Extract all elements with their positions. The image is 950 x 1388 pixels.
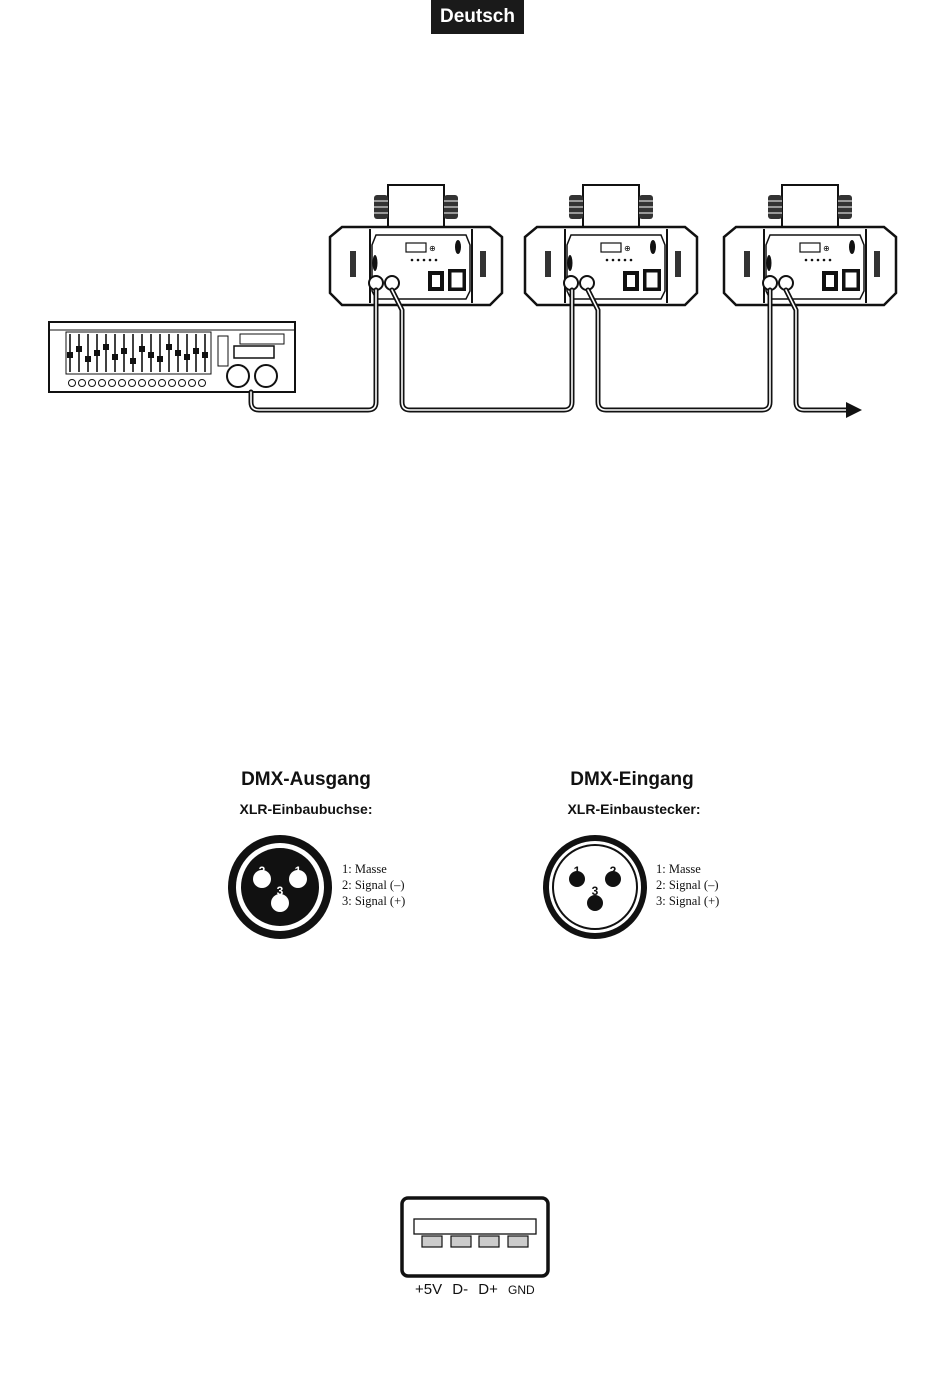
usb-pin-label: D- xyxy=(452,1281,468,1298)
fixture-2 xyxy=(525,185,697,305)
dmx-chain-diagram: ⊕ xyxy=(0,0,950,440)
pin-number: 1 xyxy=(574,864,581,878)
arrow-right-icon xyxy=(846,402,862,418)
dmx-input-pin-list: 1: Masse 2: Signal (–) 3: Signal (+) xyxy=(656,861,719,909)
dmx-output-pin-list: 1: Masse 2: Signal (–) 3: Signal (+) xyxy=(342,861,405,909)
dmx-input-title: DMX-Eingang xyxy=(502,769,762,791)
pin-label: 3: Signal (+) xyxy=(656,893,719,909)
pin-label: 3: Signal (+) xyxy=(342,893,405,909)
dmx-output-title: DMX-Ausgang xyxy=(176,769,436,791)
xlr-male-plug: 1 2 3 xyxy=(541,833,649,941)
pin-label: 1: Masse xyxy=(342,861,405,877)
dmx-input-subtitle: XLR-Einbaustecker: xyxy=(504,801,764,817)
pin-label: 2: Signal (–) xyxy=(656,877,719,893)
usb-socket xyxy=(400,1196,550,1278)
fixture-3 xyxy=(724,185,896,305)
dmx-output-subtitle: XLR-Einbaubuchse: xyxy=(176,801,436,817)
dmx-cable xyxy=(251,290,848,410)
pin-number: 3 xyxy=(277,884,284,898)
usb-pin-label: GND xyxy=(508,1283,535,1297)
pin-number: 2 xyxy=(259,864,266,878)
usb-pin-label: D+ xyxy=(478,1281,498,1298)
pin-number: 3 xyxy=(592,884,599,898)
dmx-controller xyxy=(49,322,295,392)
xlr-female-socket: 2 1 3 xyxy=(226,833,334,941)
pin-number: 2 xyxy=(610,864,617,878)
pin-label: 2: Signal (–) xyxy=(342,877,405,893)
pin-number: 1 xyxy=(295,864,302,878)
fixture-1 xyxy=(330,185,502,305)
usb-pin-label: +5V xyxy=(415,1281,442,1298)
usb-pin-labels: +5V D- D+ GND xyxy=(415,1281,541,1298)
pin-label: 1: Masse xyxy=(656,861,719,877)
